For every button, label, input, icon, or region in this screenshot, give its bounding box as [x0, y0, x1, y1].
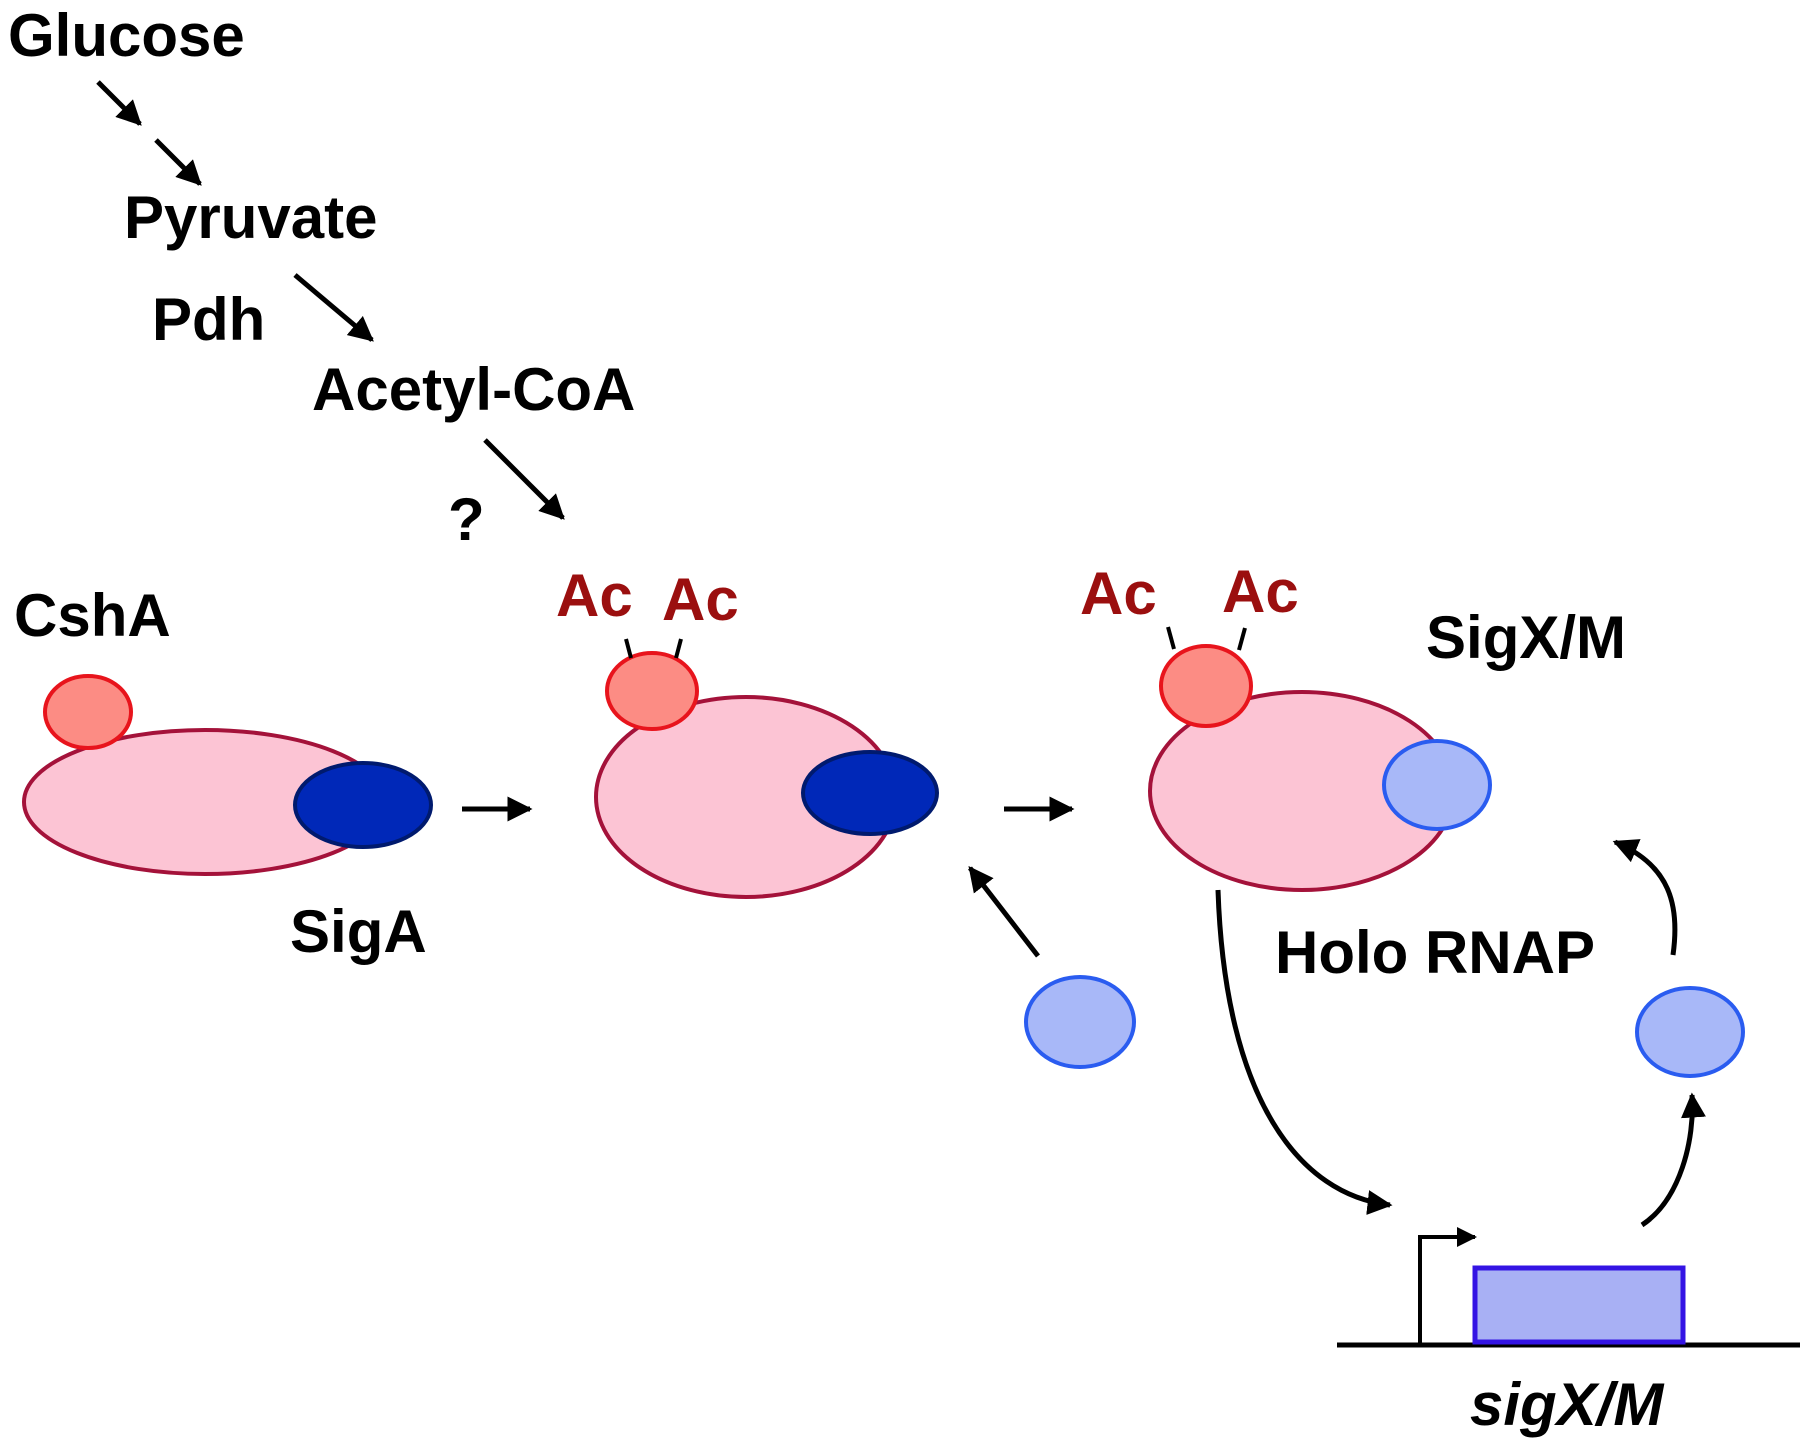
glucose-to-pyruvate-arrow-1 [96, 80, 142, 126]
glucose-to-pyruvate-arrow-2 [154, 138, 202, 186]
promoter-arrow [1418, 1227, 1477, 1345]
sigxm-gene-box [1472, 1265, 1686, 1345]
pdh-label: Pdh [152, 286, 265, 353]
acetyl-bond-line [674, 638, 683, 659]
holo-rnap-to-promoter-arrow [1215, 889, 1393, 1215]
acetyl-bond-line [1237, 627, 1247, 651]
acetylation-arrow [483, 438, 565, 520]
rnap-complex-3 [1148, 626, 1492, 892]
gene-label: sigX/M [1470, 1371, 1665, 1438]
sigma-exchange-arrow [968, 866, 1040, 958]
csha-protein-1 [43, 674, 133, 750]
acetyl-bond-line [1166, 626, 1176, 650]
rnap-complex-1 [22, 674, 433, 876]
siga-label: SigA [290, 898, 427, 965]
pyruvate-label: Pyruvate [124, 184, 377, 251]
acetyl-mark-label: Ac [1222, 558, 1299, 625]
pyruvate-to-acetyl-coa-arrow [293, 273, 374, 342]
acetyl-mark-label: Ac [1080, 560, 1157, 627]
acetyl-coa-label: Acetyl-CoA [312, 356, 635, 423]
new-sigxm-sigma [1635, 986, 1745, 1078]
csha-acetylated-2 [605, 651, 699, 731]
rnap-complex-2 [594, 638, 939, 899]
acetyl-mark-label: Ac [556, 562, 633, 629]
recycle-arrow [1612, 839, 1678, 956]
glucose-label: Glucose [8, 2, 245, 69]
csha-acetylated-3 [1159, 644, 1253, 728]
siga-sigma-2 [801, 750, 939, 836]
csha-label: CshA [14, 582, 171, 649]
acetyl-mark-label: Ac [662, 566, 739, 633]
siga-sigma-1 [293, 761, 433, 849]
sigxm-sigma-bound [1382, 739, 1492, 831]
question-mark-label: ? [448, 486, 485, 553]
free-sigxm-sigma [1024, 975, 1136, 1069]
acetyl-bond-line [624, 638, 633, 659]
expression-arrow [1640, 1092, 1706, 1228]
sigxm-label: SigX/M [1426, 604, 1626, 671]
holo-rnap-label: Holo RNAP [1275, 919, 1595, 986]
